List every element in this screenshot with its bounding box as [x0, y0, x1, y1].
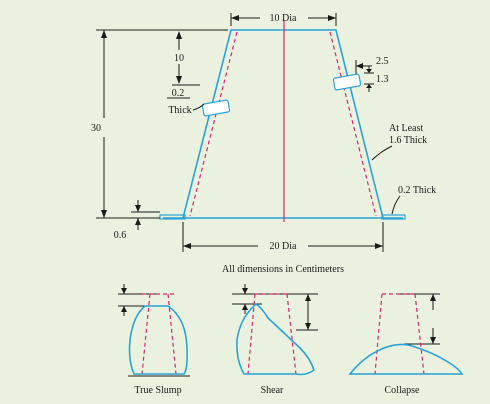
true-slump-shape [118, 284, 190, 377]
collapse-slump-shape [348, 293, 464, 375]
handle-width-label: 2.5 [376, 56, 389, 67]
height-label: 30 [91, 123, 101, 134]
shear-slump-shape [232, 284, 318, 376]
bottom-diameter-label: 20 Dia [270, 241, 298, 252]
inner-wall-right [329, 31, 377, 217]
dimension-lines: 10 Dia 30 10 0.2 Thick 2.5 1.3 A [91, 13, 436, 275]
base-offset-label: 0.6 [114, 230, 127, 241]
right-handle [332, 73, 362, 91]
base-plate-thickness-label: 0.2 Thick [398, 185, 436, 196]
wall-thickness-line1: At Least [389, 123, 423, 134]
shear-label: Shear [261, 385, 284, 396]
collapse-label: Collapse [385, 385, 421, 396]
wall-thickness-line2: 1.6 Thick [389, 135, 427, 146]
top-diameter-label: 10 Dia [270, 13, 298, 24]
main-cone [159, 20, 406, 222]
handle-thickness-value: 0.2 [172, 88, 185, 99]
base-plate [159, 214, 186, 220]
left-handle [201, 99, 231, 117]
units-note: All dimensions in Centimeters [222, 264, 344, 275]
handle-height-label: 1.3 [376, 74, 389, 85]
handle-offset-label: 10 [174, 53, 184, 64]
handle-thickness-word: Thick [168, 105, 191, 116]
base-plate-right [381, 214, 406, 220]
cone-outer-outline [163, 29, 403, 219]
true-slump-label: True Slump [134, 385, 181, 396]
inner-wall-left [189, 31, 238, 217]
